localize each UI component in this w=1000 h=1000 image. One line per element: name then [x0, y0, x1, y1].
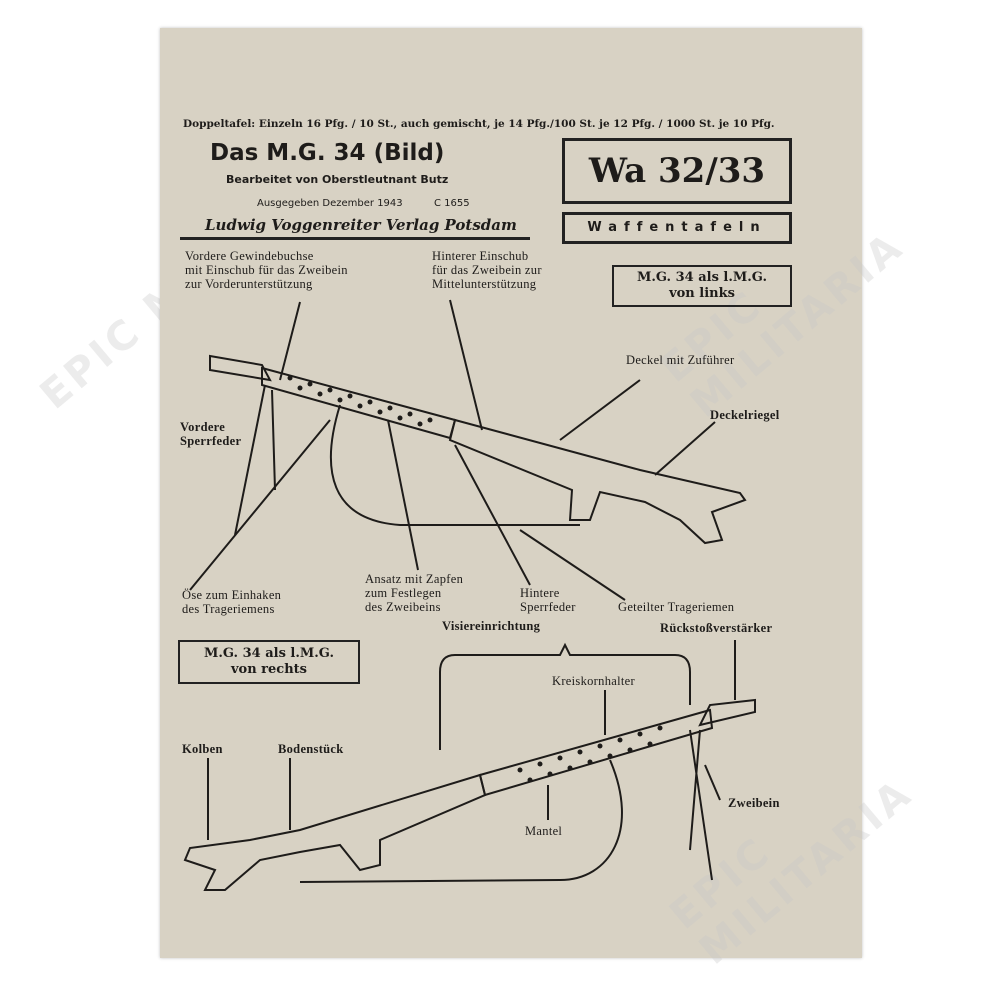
issue-date: Ausgegeben Dezember 1943	[257, 198, 403, 209]
label-line: des Zweibeins	[365, 600, 441, 614]
page-title: Das M.G. 34 (Bild)	[210, 140, 445, 166]
series-name: Waffentafeln	[587, 220, 767, 235]
label-line: Ansatz mit Zapfen	[365, 572, 464, 586]
label-line: Sperrfeder	[180, 434, 242, 448]
plate-number-box: Wa 32/33	[562, 138, 792, 204]
label-line: Öse zum Einhaken	[182, 588, 282, 602]
catalog-code: C 1655	[434, 198, 470, 209]
series-box: Waffentafeln	[562, 212, 792, 244]
label-trageriemen: Geteilter Trageriemen	[618, 600, 735, 614]
label-oese: Öse zum Einhaken des Trageriemens	[182, 588, 281, 616]
label-line: Sperrfeder	[520, 600, 576, 614]
label-line: zum Festlegen	[365, 586, 442, 600]
machine-gun-right-view	[183, 640, 756, 891]
document-sheet	[160, 28, 862, 958]
label-line: zur Vorderunterstützung	[185, 277, 313, 291]
label-hintere-sperrfeder: Hintere Sperrfeder	[520, 586, 576, 614]
price-line: Doppeltafel: Einzeln 16 Pfg. / 10 St., a…	[183, 118, 775, 130]
label-hinterer-einschub: Hinterer Einschub für das Zweibein zur M…	[432, 249, 542, 291]
label-ansatz: Ansatz mit Zapfen zum Festlegen des Zwei…	[365, 572, 463, 614]
label-line: Hintere	[520, 586, 560, 600]
label-zweibein: Zweibein	[728, 796, 780, 810]
machine-gun-left-view	[189, 299, 747, 601]
view-box-line: von links	[669, 286, 735, 301]
label-rueckstoss: Rückstoßverstärker	[660, 621, 773, 635]
label-line: für das Zweibein zur	[432, 263, 542, 277]
label-deckelriegel: Deckelriegel	[710, 408, 780, 422]
label-line: mit Einschub für das Zweibein	[185, 263, 348, 277]
label-line: Vordere Gewindebuchse	[185, 249, 314, 263]
view-box-line: von rechts	[230, 662, 307, 677]
view-box-line: M.G. 34 als l.M.G.	[637, 270, 767, 285]
label-kolben: Kolben	[182, 742, 223, 756]
label-kreiskornhalter: Kreiskornhalter	[552, 674, 635, 688]
view-box-right: M.G. 34 als l.M.G. von rechts	[178, 640, 360, 684]
label-bodenstueck: Bodenstück	[278, 742, 344, 756]
label-line: des Trageriemens	[182, 602, 275, 616]
publisher: Ludwig Voggenreiter Verlag Potsdam	[205, 216, 517, 234]
view-box-left: M.G. 34 als l.M.G. von links	[612, 265, 792, 307]
header-rule	[180, 237, 530, 240]
label-line: Vordere	[180, 420, 226, 434]
label-mantel: Mantel	[525, 824, 563, 838]
plate-number: Wa 32/33	[588, 151, 766, 191]
label-vordere-sperrfeder: Vordere Sperrfeder	[180, 420, 241, 448]
label-line: Mittelunterstützung	[432, 277, 537, 291]
label-visier: Visiereinrichtung	[442, 619, 541, 633]
label-deckel: Deckel mit Zuführer	[626, 353, 735, 367]
label-vordere-gewindebuchse: Vordere Gewindebuchse mit Einschub für d…	[185, 249, 348, 291]
label-line: Hinterer Einschub	[432, 249, 529, 263]
author: Bearbeitet von Oberstleutnant Butz	[226, 173, 449, 186]
view-box-line: M.G. 34 als l.M.G.	[204, 646, 334, 661]
